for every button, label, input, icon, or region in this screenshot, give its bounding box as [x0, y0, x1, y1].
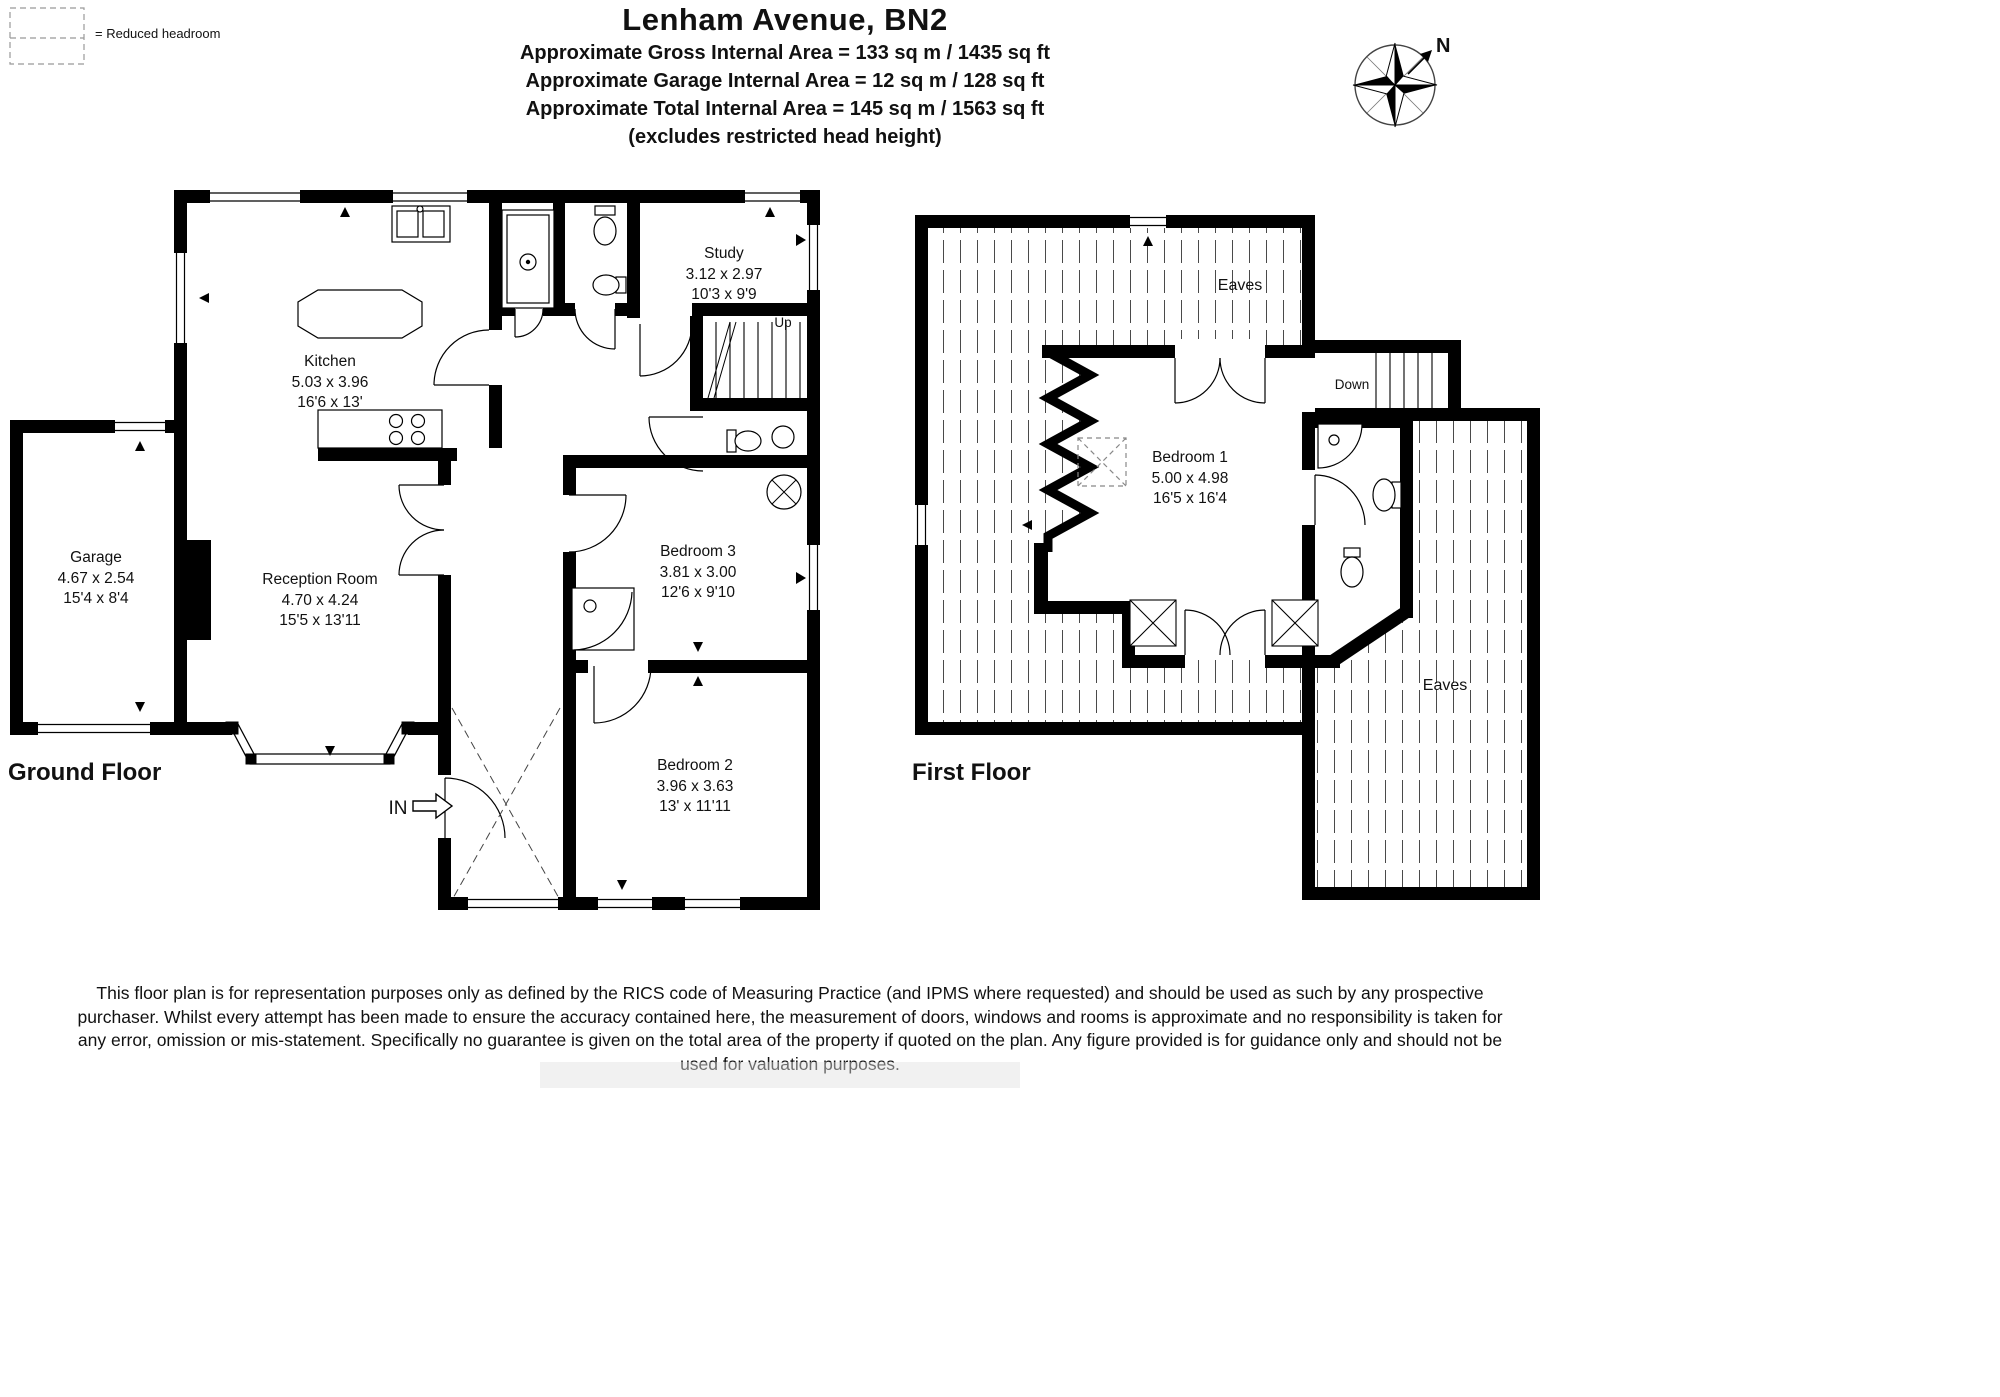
eaves-label-top: Eaves: [1218, 277, 1262, 294]
measure-arrows-ground: [135, 207, 806, 890]
compass-rose: N: [1352, 35, 1450, 128]
svg-text:Bedroom 3: Bedroom 3: [660, 543, 736, 560]
bathroom-diagonal-wall: [1329, 606, 1410, 667]
kitchen-stove: [317, 409, 443, 449]
wc-toilet: [593, 205, 617, 246]
kitchen-sink: [391, 205, 451, 243]
ensuite-shower: [1317, 423, 1363, 469]
bedroom1-zigzag-wall: [1038, 348, 1100, 552]
cloakroom-toilet: [726, 429, 762, 453]
ground-floor-walls: [10, 190, 820, 910]
skylight-squares: [1129, 599, 1319, 647]
garage-area-line: Approximate Garage Internal Area = 12 sq…: [525, 70, 1045, 92]
svg-text:Garage: Garage: [70, 549, 122, 566]
stairs-down: Down: [1335, 352, 1433, 408]
svg-text:Bedroom 2: Bedroom 2: [657, 757, 733, 774]
stairs-up: Up: [707, 315, 801, 399]
bedroom3-shower: [571, 587, 635, 651]
gross-area-line: Approximate Gross Internal Area = 133 sq…: [519, 42, 1051, 64]
stairs-down-label: Down: [1335, 377, 1370, 392]
plan-header: Lenham Avenue, BN2 Approximate Gross Int…: [75, 0, 1495, 154]
first-floor-plan: Down: [912, 215, 1540, 900]
svg-text:Study: Study: [704, 245, 744, 262]
watermark-bar: [540, 1062, 1020, 1088]
svg-text:3.96 x 3.63: 3.96 x 3.63: [657, 778, 734, 795]
wc-basin: [592, 274, 627, 296]
svg-text:15'5 x 13'11: 15'5 x 13'11: [279, 612, 360, 629]
entrance-in: IN: [389, 792, 454, 820]
disclaimer-text: This floor plan is for representation pu…: [77, 983, 1503, 1074]
measure-arrows-first: [1022, 236, 1153, 530]
svg-text:3.12 x 2.97: 3.12 x 2.97: [686, 266, 763, 283]
svg-text:Kitchen: Kitchen: [304, 353, 356, 370]
bay-window: [225, 721, 415, 765]
svg-text:10'3 x 9'9: 10'3 x 9'9: [691, 286, 756, 303]
first-floor-walls: [915, 215, 1540, 900]
room-label-reception: Reception Room 4.70 x 4.24 15'5 x 13'11: [262, 571, 377, 629]
stairs-up-label: Up: [774, 315, 791, 330]
shower-stall: [501, 209, 555, 309]
ground-floor-doors: [398, 308, 704, 839]
cloakroom-basin: [771, 425, 795, 449]
ground-floor-windows: [38, 192, 819, 909]
ensuite-toilet: [1340, 547, 1364, 588]
entrance-arrow-icon: [412, 792, 454, 820]
water-cylinder: [766, 474, 802, 510]
legend-reduced-headroom: = Reduced headroom: [9, 7, 220, 65]
legend-label: = Reduced headroom: [95, 26, 220, 41]
entrance-label: IN: [389, 798, 408, 819]
svg-text:13' x 11'11: 13' x 11'11: [659, 798, 731, 815]
first-floor-doors: [1174, 357, 1366, 656]
svg-text:12'6 x 9'10: 12'6 x 9'10: [661, 584, 735, 601]
ground-floor-title: Ground Floor: [8, 759, 161, 786]
room-label-kitchen: Kitchen 5.03 x 3.96 16'6 x 13': [292, 353, 369, 411]
svg-text:5.03 x 3.96: 5.03 x 3.96: [292, 374, 369, 391]
room-label-bedroom1: Bedroom 1 5.00 x 4.98 16'5 x 16'4: [1152, 449, 1229, 507]
ensuite-basin: [1372, 478, 1402, 512]
bathroom-floor: [1310, 415, 1413, 663]
svg-text:16'5 x 16'4: 16'5 x 16'4: [1153, 490, 1227, 507]
hall-cross: [451, 707, 561, 901]
svg-text:5.00 x 4.98: 5.00 x 4.98: [1152, 470, 1229, 487]
first-floor-title: First Floor: [912, 759, 1031, 786]
svg-text:4.67 x 2.54: 4.67 x 2.54: [58, 570, 135, 587]
kitchen-island: [297, 289, 423, 339]
svg-text:Bedroom 1: Bedroom 1: [1152, 449, 1228, 466]
svg-text:Reception Room: Reception Room: [262, 571, 377, 588]
reduced-headroom-box: [1077, 437, 1127, 487]
page-title: Lenham Avenue, BN2: [622, 2, 948, 37]
svg-text:16'6 x 13': 16'6 x 13': [297, 394, 362, 411]
head-height-note: (excludes restricted head height): [628, 126, 942, 148]
north-label: N: [1436, 35, 1450, 57]
first-floor-windows: [916, 216, 1166, 545]
room-label-garage: Garage 4.67 x 2.54 15'4 x 8'4: [58, 549, 135, 607]
svg-text:4.70 x 4.24: 4.70 x 4.24: [282, 592, 359, 609]
bedroom1-floor: [1040, 352, 1315, 660]
room-label-study: Study 3.12 x 2.97 10'3 x 9'9: [686, 245, 763, 303]
ground-floor-plan: Up: [8, 190, 820, 910]
room-label-bedroom3: Bedroom 3 3.81 x 3.00 12'6 x 9'10: [660, 543, 737, 601]
total-area-line: Approximate Total Internal Area = 145 sq…: [525, 98, 1045, 120]
svg-text:15'4 x 8'4: 15'4 x 8'4: [63, 590, 129, 607]
svg-text:3.81 x 3.00: 3.81 x 3.00: [660, 564, 737, 581]
eaves-label-right: Eaves: [1423, 677, 1467, 694]
room-label-bedroom2: Bedroom 2 3.96 x 3.63 13' x 11'11: [657, 757, 734, 815]
